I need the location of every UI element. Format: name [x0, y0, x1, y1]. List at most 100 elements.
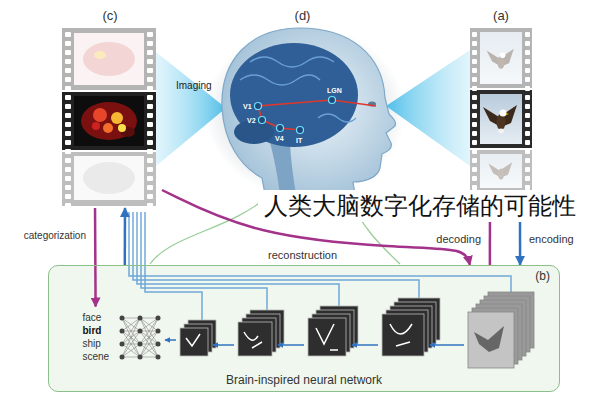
film-strip [62, 28, 156, 90]
flow-arrow [352, 344, 378, 346]
neural-net-symbol [138, 342, 143, 347]
feature-map-stack [238, 322, 272, 356]
feature-map-stack [180, 328, 208, 356]
input-image-stack [474, 326, 504, 352]
film-strip [470, 150, 532, 192]
film-strip [111, 112, 123, 124]
edge-label: reconstruction [266, 249, 339, 261]
film-strip [500, 110, 507, 117]
brain [230, 43, 358, 147]
film-strip [470, 150, 532, 192]
feedback-line [137, 212, 339, 306]
class-label: ship [83, 337, 101, 350]
brain [318, 114, 356, 122]
neural-net-symbol [156, 342, 161, 347]
visual-pathway [255, 97, 377, 134]
neural-net-symbol [138, 329, 143, 334]
visual-pathway [329, 97, 336, 104]
class-label: bird [83, 324, 102, 337]
film-strip [480, 32, 522, 84]
neural-net-symbol [138, 316, 143, 321]
brain-area-label: V4 [275, 134, 284, 143]
flow-arrow [165, 340, 464, 345]
neural-net-symbol [120, 316, 161, 360]
feedback-line [129, 212, 511, 292]
film-strip [62, 92, 156, 150]
film-strip [480, 154, 522, 188]
class-label: face [83, 311, 102, 324]
panel-letter: (c) [102, 8, 117, 24]
feedback-line [129, 212, 511, 320]
guide-line [150, 196, 268, 264]
film-strip [92, 122, 100, 130]
neural-net-symbol [120, 355, 125, 360]
film-strip [506, 113, 509, 115]
edge-label: decoding [434, 233, 483, 245]
film-strip [470, 28, 532, 88]
edge-label: encoding [527, 233, 576, 245]
panel-letter: (d) [295, 8, 311, 24]
neural-net-symbol [140, 318, 158, 357]
film-strip [497, 56, 504, 69]
film-strip [498, 169, 504, 180]
feature-scribble [186, 324, 412, 350]
film-strip [487, 49, 514, 69]
film-strip [62, 28, 156, 90]
neural-net-symbol [122, 318, 140, 357]
film-strip [62, 92, 156, 150]
neural-net-symbol [156, 316, 161, 321]
film-strip [118, 124, 126, 132]
visual-pathway [255, 103, 262, 110]
visual-pathway [277, 125, 284, 132]
film-strip-panel: (a) [466, 8, 536, 194]
flow-arrow [165, 339, 176, 341]
film-strip-panel: (c) [58, 8, 162, 208]
feature-map-stack [308, 318, 346, 356]
feature-scribble [390, 324, 412, 346]
film-strip [483, 105, 517, 134]
panel-letter: (b) [535, 269, 550, 283]
flow-arrow [278, 344, 304, 346]
human-head [222, 28, 396, 200]
neural-net-symbol [120, 316, 161, 360]
feature-map-stack [180, 298, 440, 356]
visual-pathway [297, 127, 304, 134]
film-strip [83, 162, 135, 194]
neural-network-panel: facebirdshipscene (b) Brain-inspired neura… [48, 265, 560, 392]
film-strip [488, 162, 512, 180]
film-strip [62, 28, 156, 206]
film-strip [480, 94, 522, 144]
brain-area-label: IT [296, 136, 302, 145]
arrow-connector [94, 208, 97, 307]
panel-title: Brain-inspired neural network [226, 373, 382, 387]
film-strip [470, 90, 532, 148]
film-strip [74, 96, 144, 146]
film-strip [498, 129, 504, 134]
film-strip [62, 92, 156, 150]
film-strip [470, 90, 532, 148]
brain-area-label: LGN [327, 86, 342, 95]
classifier-output: facebirdshipscene [79, 307, 169, 367]
film-strip [81, 102, 137, 140]
feature-scribble [316, 324, 338, 350]
film-strip [470, 28, 532, 88]
brain-area-label: V1 [243, 102, 252, 111]
feedback-line [145, 212, 202, 320]
film-strip [62, 28, 156, 90]
brain [240, 75, 320, 85]
flow-arrow [430, 344, 464, 346]
feedback-line [133, 212, 419, 298]
panel-letter: (a) [493, 8, 509, 24]
film-strip [470, 28, 532, 88]
film-strip [470, 28, 532, 192]
brain-area-label: V2 [247, 116, 256, 125]
beam-label: Imaging [176, 80, 212, 92]
visual-pathway [258, 100, 376, 130]
flow-arrow [213, 344, 234, 346]
imaging-beam [156, 52, 226, 166]
feature-scribble [244, 332, 262, 348]
arrow-connector [124, 208, 127, 265]
neural-net-symbol [120, 342, 125, 347]
film-strip [62, 152, 156, 206]
